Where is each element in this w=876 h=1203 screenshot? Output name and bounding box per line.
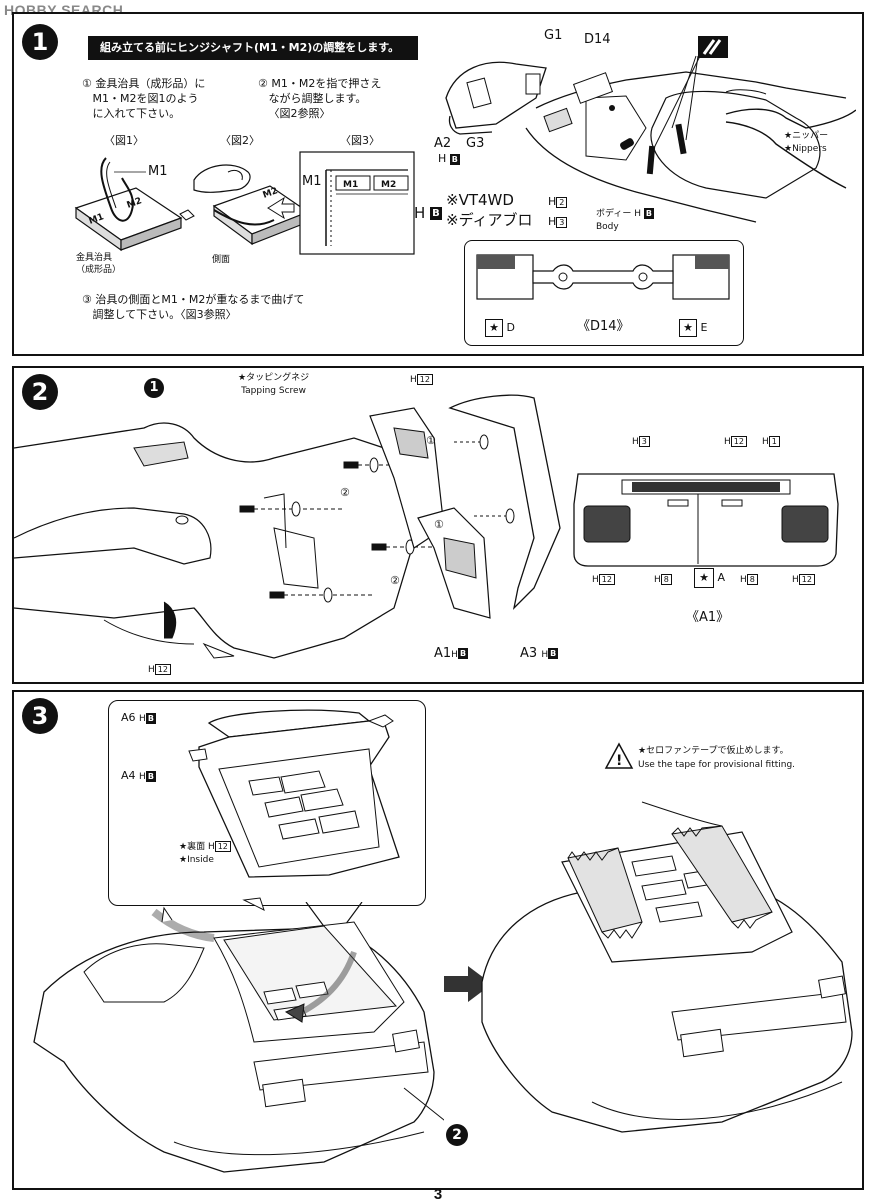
small-part-icon	[179, 209, 195, 221]
fig-2-finger-drawing: M2	[193, 164, 310, 246]
part-g1: G1	[544, 28, 563, 43]
decal-star-icon: ★	[485, 319, 503, 337]
instruction-2: ② M1・M2を指で押さえ ながら調整します。 〈図2参照〉	[258, 77, 382, 120]
a1-rear-panel-drawing	[573, 473, 839, 567]
d14-mark-e: ★ E	[679, 319, 707, 337]
instruction-3: ③ 治具の側面とM1・M2が重なるまで曲げて 調整して下さい。〈図3参照〉	[82, 293, 305, 321]
m1-fig3-label: M1	[302, 174, 322, 189]
mark-1a: ①	[426, 434, 436, 447]
car-front-body-drawing	[33, 897, 444, 1173]
tape-note: ★セロファンテープで仮止めします。Use the tape for provis…	[638, 746, 796, 770]
mark-2b: ②	[390, 574, 400, 587]
fig-1-jig-drawing: M1 M2	[74, 157, 183, 252]
arrow-right-icon	[444, 966, 492, 1002]
side-label: 側面	[212, 255, 231, 265]
d14-caption: 《D14》	[577, 319, 630, 334]
rear-wing-assembly-drawing	[14, 394, 561, 659]
jig-label: 金具治具（成形品）	[76, 253, 122, 275]
fig-3-label: 〈図3〉	[340, 134, 380, 147]
step-number: 2	[22, 374, 58, 410]
ref-step-2-badge: 2	[446, 1124, 468, 1146]
a2-material: H B	[438, 152, 460, 165]
a1-caption: 《A1》	[686, 610, 730, 625]
part-a2: A2	[434, 136, 452, 151]
decal-star-icon: ★	[679, 319, 697, 337]
nipper-label: ★ニッパー★Nippers	[784, 131, 829, 154]
car-taped-cover-drawing	[481, 801, 853, 1133]
instruction-1: ① 金具治具（成形品）に M1・M2を図1のよう に入れて下さい。	[82, 77, 206, 120]
d14-detail-box: 《D14》 ★ D ★ E	[464, 240, 744, 346]
mark-2a: ②	[340, 486, 350, 499]
fig-2-label: 〈図2〉	[220, 134, 260, 147]
d14-part-drawing	[476, 254, 730, 300]
m1-callout: M1	[148, 164, 168, 179]
svg-text:M2: M2	[262, 186, 280, 201]
a1-decal-mark: ★ A	[694, 568, 725, 588]
part-g3: G3	[466, 136, 485, 151]
ref-step-1-badge: 1	[144, 378, 164, 398]
svg-text:M1: M1	[88, 212, 106, 227]
step-number: 3	[22, 698, 58, 734]
step-title: 組み立てる前にヒンジシャフト(M1・M2)の調整をします。	[88, 36, 418, 60]
svg-text:M1: M1	[343, 180, 358, 190]
step-number: 1	[22, 24, 58, 60]
d14-mark-d: ★ D	[485, 319, 515, 337]
svg-text:M2: M2	[126, 196, 144, 211]
part-d14: D14	[584, 32, 611, 47]
fig-1-label: 〈図1〉	[104, 134, 144, 147]
caution-triangle-icon: !	[604, 742, 634, 769]
variant-material: H B	[414, 204, 442, 222]
mark-1b: ①	[434, 518, 444, 531]
svg-text:M2: M2	[381, 180, 396, 190]
page-number: 3	[433, 1186, 443, 1203]
rear-body-hinge-drawing	[445, 36, 856, 223]
fig-3-frame: M1 M2	[299, 151, 415, 255]
svg-text:!: !	[616, 753, 622, 769]
engine-cover-drawing	[188, 709, 400, 878]
step-1-panel: 1 組み立てる前にヒンジシャフト(M1・M2)の調整をします。 ① 金具治具（成…	[12, 12, 864, 356]
variant-list: ※VT4WD※ディアブロ	[446, 191, 533, 229]
decal-star-icon: ★	[694, 568, 714, 588]
